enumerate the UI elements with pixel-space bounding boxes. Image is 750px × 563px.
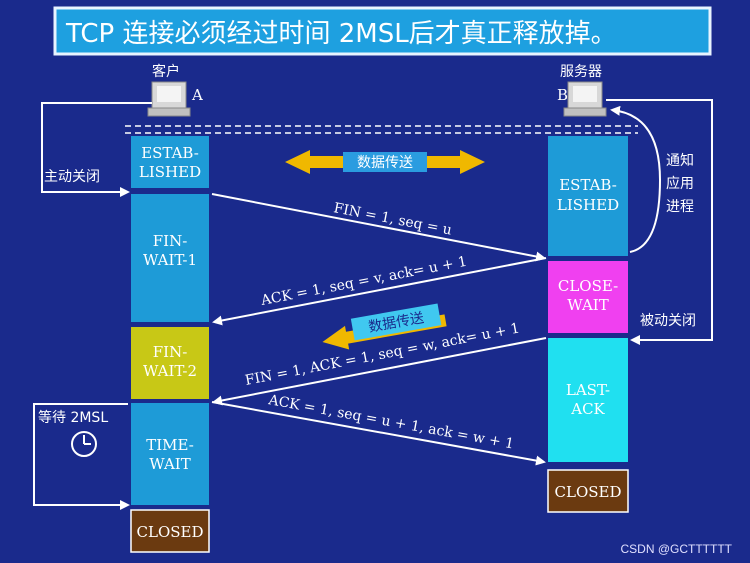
state-label: LISHED [557, 196, 619, 214]
watermark: CSDN @GCTTTTTT [621, 542, 733, 556]
client-name: 客户 [152, 63, 180, 80]
notify-app-label: 进程 [666, 199, 694, 215]
data-transfer-badge [343, 152, 427, 172]
client-state-closed [130, 509, 210, 553]
server-state-column: ESTAB- LISHED CLOSE- WAIT LAST- ACK CLOS… [547, 136, 629, 513]
state-label: FIN- [153, 232, 188, 250]
state-label: ESTAB- [559, 176, 617, 194]
wait-2msl-label: 等待 2MSL [38, 409, 108, 426]
notify-app-connector [610, 105, 662, 253]
clock-icon [71, 431, 97, 457]
fin-message-arrow [211, 193, 546, 262]
data-transfer-label: 数据传送 [357, 155, 413, 171]
notify-app-label: 通知 [666, 152, 694, 169]
active-close-connector [41, 102, 152, 197]
client-state-fin-wait-1 [131, 194, 209, 322]
state-label: CLOSED [137, 523, 204, 541]
wait-2msl-connector [33, 403, 130, 510]
title-bar [53, 6, 712, 56]
passive-close-label: 被动关闭 [640, 313, 696, 329]
state-label: WAIT-1 [143, 251, 197, 269]
server-id: B [557, 86, 568, 104]
client-state-fin-wait-2 [131, 327, 209, 399]
server-computer-icon [563, 81, 607, 117]
client-computer-icon [147, 81, 191, 117]
server-state-close-wait [548, 261, 628, 333]
ack-message-label: ACK = 1, seq = v, ack= u + 1 [259, 254, 469, 309]
state-label: ACK [570, 400, 605, 418]
state-label: FIN- [153, 343, 188, 361]
page-title: TCP 连接必须经过时间 2MSL后才真正释放掉。 [65, 19, 617, 49]
server-name: 服务器 [560, 64, 602, 80]
client-id: A [191, 86, 203, 104]
state-label: CLOSED [555, 483, 622, 501]
passive-close-connector [606, 99, 713, 345]
state-label: WAIT [149, 455, 190, 473]
server-state-closed [547, 469, 629, 513]
fin-message-label: FIN = 1, seq = u [332, 200, 453, 238]
notify-app-label: 应用 [666, 175, 694, 192]
client-state-time-wait [131, 403, 209, 505]
active-close-label: 主动关闭 [44, 169, 100, 185]
server-state-last-ack [548, 338, 628, 462]
half-close-data-arrow: 数据传送 [322, 303, 447, 350]
state-label: WAIT-2 [143, 362, 197, 380]
final-ack-message-label: ACK = 1, seq = u + 1, ack = w + 1 [266, 392, 515, 452]
state-label: CLOSE- [558, 277, 618, 295]
server-state-established [548, 136, 628, 256]
state-label: ESTAB- [141, 144, 199, 162]
client-state-established [131, 136, 209, 188]
client-state-column: ESTAB- LISHED FIN- WAIT-1 FIN- WAIT-2 TI… [130, 136, 210, 553]
state-label: TIME- [146, 436, 194, 454]
ack-message-arrow [212, 257, 547, 326]
state-label: LAST- [566, 381, 610, 399]
fin-ack-message-arrow [212, 337, 547, 406]
final-ack-message-arrow [211, 401, 546, 466]
state-label: WAIT [567, 296, 608, 314]
state-label: LISHED [139, 163, 201, 181]
